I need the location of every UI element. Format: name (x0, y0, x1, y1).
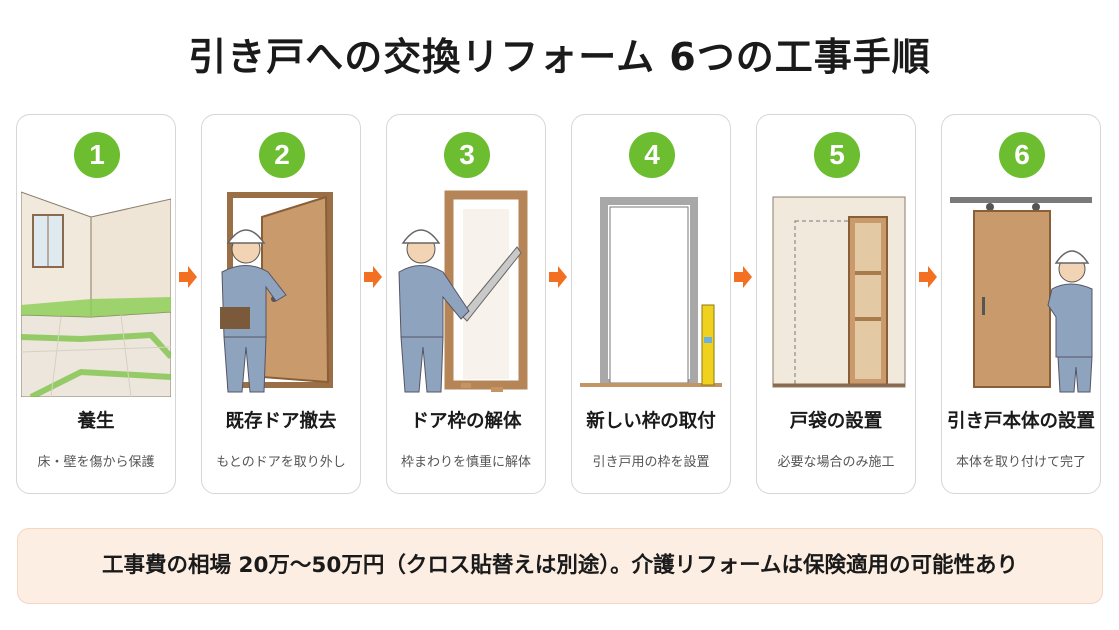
step-description: 必要な場合のみ施工 (777, 455, 895, 470)
step-card-3: 3 ドア枠の解体 枠まわりを慎重に解体 (386, 114, 546, 494)
step-number-badge: 5 (814, 132, 860, 178)
frame-dismantle-illustration (398, 190, 528, 393)
door-pocket-illustration (772, 196, 906, 388)
step-title: 新しい枠の取付 (586, 411, 716, 432)
step-card-5: 5 戸袋の設置 必要な場合のみ施工 (756, 114, 916, 494)
arrow-right-icon (919, 266, 937, 288)
step-title: 引き戸本体の設置 (946, 411, 1095, 432)
arrow-right-icon (734, 266, 752, 288)
step-card-4: 4 新しい枠の取付 引き戸用の枠を設置 (571, 114, 731, 494)
step-description: もとのドアを取り外し (216, 455, 346, 470)
step-description: 引き戸用の枠を設置 (592, 455, 710, 470)
new-frame-illustration (580, 197, 722, 387)
step-title: ドア枠の解体 (410, 411, 522, 432)
step-card-6: 6 引き戸本体の設置 本体を取り付けて完了 (941, 114, 1101, 494)
step-card-2: 2 既存ドア撤去 もとのドアを取り外し (201, 114, 361, 494)
step-number-badge: 4 (629, 132, 675, 178)
cost-note-banner: 工事費の相場 20万〜50万円（クロス貼替えは別途）。介護リフォームは保険適用の… (17, 528, 1103, 604)
sliding-door-install-illustration (950, 197, 1093, 393)
steps-row: 1 養生 床・壁を傷から保護 2 (0, 114, 1119, 496)
step-number-badge: 3 (444, 132, 490, 178)
page-title: 引き戸への交換リフォーム 6つの工事手順 (188, 35, 931, 79)
arrow-right-icon (179, 266, 197, 288)
step-description: 枠まわりを慎重に解体 (400, 455, 531, 470)
arrow-right-icon (549, 266, 567, 288)
step-title: 既存ドア撤去 (225, 411, 337, 432)
step-number-badge: 6 (999, 132, 1045, 178)
arrow-right-icon (364, 266, 382, 288)
step-title: 戸袋の設置 (789, 411, 883, 432)
step-description: 床・壁を傷から保護 (37, 455, 155, 470)
step-title: 養生 (77, 411, 115, 432)
step-description: 本体を取り付けて完了 (955, 455, 1086, 470)
step-card-1: 1 養生 床・壁を傷から保護 (16, 114, 176, 494)
step-number-badge: 2 (259, 132, 305, 178)
door-removal-illustration (220, 192, 333, 393)
step-number-badge: 1 (74, 132, 120, 178)
masking-room-illustration (21, 191, 171, 397)
